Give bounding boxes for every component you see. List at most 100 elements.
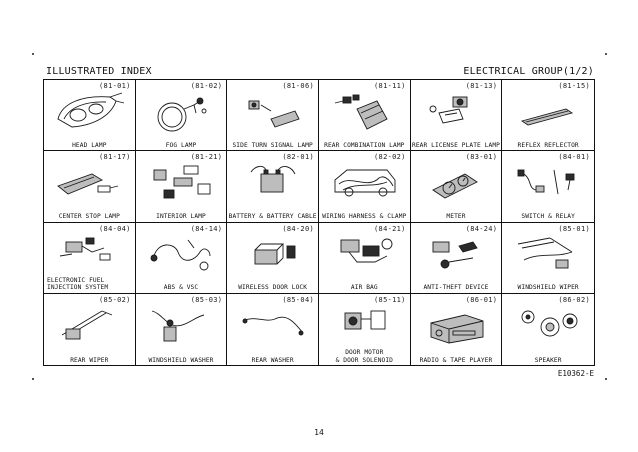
air-bag-icon (327, 232, 403, 276)
item-label: REFLEX REFLECTOR (517, 141, 579, 149)
index-cell-rear-license-plate-lamp[interactable]: (81-13) REAR LICENSE PLATE LAMP (410, 80, 503, 152)
index-cell-door-motor[interactable]: (85-11) DOOR MOTOR & DOOR SOLENOID (319, 293, 411, 365)
interior-lamp-icon (144, 160, 220, 204)
rear-license-plate-lamp-icon (419, 89, 495, 133)
section-code: (83-01) (465, 153, 498, 162)
index-grid: (81-01) HEAD LAMP (81-02) FOG LAMP (81-0… (43, 79, 595, 366)
item-label: WIRING HARNESS & CLAMP (322, 213, 407, 221)
index-cell-reflex-reflector[interactable]: (81-15) REFLEX REFLECTOR (502, 80, 594, 152)
section-code: (85-04) (282, 295, 314, 304)
wiring-harness-icon (327, 160, 403, 204)
rear-combination-lamp-icon (327, 89, 403, 133)
meter-icon (419, 160, 495, 204)
rear-wiper-icon (52, 303, 128, 347)
section-code: (84-04) (99, 224, 131, 233)
item-label: ELECTRONIC FUEL INJECTION SYSTEM (47, 276, 109, 292)
section-code: (81-15) (558, 82, 590, 90)
section-code: (84-24) (465, 224, 498, 233)
battery-icon (235, 160, 311, 204)
anti-theft-device-icon (419, 232, 495, 276)
index-cell-side-turn-signal-lamp[interactable]: (81-06) SIDE TURN SIGNAL LAMP (227, 80, 319, 152)
section-code: (86-01) (465, 295, 498, 304)
item-label: WINDSHIELD WASHER (148, 356, 214, 364)
item-label: SIDE TURN SIGNAL LAMP (232, 141, 313, 149)
index-cell-center-stop-lamp[interactable]: (81-17) CENTER STOP LAMP (44, 151, 136, 223)
item-label: AIR BAG (350, 284, 378, 292)
item-label: REAR WASHER (251, 356, 294, 364)
windshield-wiper-icon (510, 232, 586, 276)
index-cell-wiring-harness[interactable]: (82-02) WIRING HARNESS & CLAMP (318, 151, 411, 223)
index-cell-wireless-door-lock[interactable]: (84-20) WIRELESS DOOR LOCK (227, 222, 319, 294)
index-cell-switch-relay[interactable]: (84-01) SWITCH & RELAY (502, 151, 594, 223)
section-code: (81-06) (282, 82, 314, 90)
index-cell-abs-vsc[interactable]: (84-14) ABS & VSC (135, 222, 228, 294)
index-cell-rear-wiper[interactable]: (85-02) REAR WIPER (44, 293, 136, 365)
item-label: FOG LAMP (165, 141, 197, 149)
head-lamp-icon (52, 89, 128, 133)
section-code: (84-01) (558, 153, 590, 162)
index-cell-fog-lamp[interactable]: (81-02) FOG LAMP (135, 80, 228, 152)
section-code: (85-03) (190, 295, 223, 304)
corner-mark (32, 378, 34, 380)
door-motor-icon (327, 303, 403, 339)
item-label: METER (446, 213, 466, 221)
page-number: 14 (314, 428, 324, 437)
index-cell-radio-tape-player[interactable]: (86-01) RADIO & TAPE PLAYER (411, 293, 503, 365)
section-code: (81-21) (190, 153, 223, 162)
corner-mark (605, 53, 607, 55)
section-code: (81-17) (99, 153, 131, 162)
section-code: (81-11) (374, 82, 406, 90)
section-code: (84-21) (374, 224, 406, 233)
item-label: WIRELESS DOOR LOCK (238, 284, 308, 292)
speaker-icon (510, 303, 586, 347)
index-cell-efi-system[interactable]: (84-04) ELECTRONIC FUEL INJECTION SYSTEM (44, 222, 136, 294)
abs-vsc-icon (144, 232, 220, 276)
index-title: ILLUSTRATED INDEX (46, 66, 152, 77)
item-label: ABS & VSC (163, 284, 199, 292)
section-code: (85-02) (99, 295, 131, 304)
switch-relay-icon (510, 160, 586, 204)
index-cell-head-lamp[interactable]: (81-01) HEAD LAMP (44, 80, 136, 152)
index-cell-battery[interactable]: (82-01) BATTERY & BATTERY CABLE (227, 151, 319, 223)
index-cell-interior-lamp[interactable]: (81-21) INTERIOR LAMP (135, 151, 228, 223)
item-label: DOOR MOTOR & DOOR SOLENOID (335, 349, 394, 364)
section-code: (84-14) (190, 224, 223, 233)
index-cell-windshield-washer[interactable]: (85-03) WINDSHIELD WASHER (136, 293, 228, 365)
windshield-washer-icon (144, 303, 220, 347)
section-code: (84-20) (282, 224, 314, 233)
item-label: ANTI-THEFT DEVICE (423, 284, 489, 292)
index-cell-rear-washer[interactable]: (85-04) REAR WASHER (227, 293, 319, 365)
fog-lamp-icon (144, 89, 220, 133)
wireless-door-lock-icon (235, 232, 311, 276)
item-label: WINDSHIELD WIPER (517, 284, 579, 292)
center-stop-lamp-icon (52, 160, 128, 204)
item-label: INTERIOR LAMP (156, 213, 206, 221)
section-code: (82-01) (282, 153, 314, 162)
index-cell-air-bag[interactable]: (84-21) AIR BAG (318, 222, 411, 294)
group-title: ELECTRICAL GROUP(1/2) (463, 66, 594, 77)
item-label: REAR WIPER (70, 356, 109, 364)
section-code: (81-01) (99, 82, 131, 90)
index-cell-meter[interactable]: (83-01) METER (410, 151, 503, 223)
corner-mark (32, 53, 34, 55)
item-label: REAR COMBINATION LAMP (324, 141, 405, 149)
item-label: SWITCH & RELAY (521, 213, 575, 221)
item-label: RADIO & TAPE PLAYER (419, 356, 493, 364)
radio-tape-player-icon (419, 303, 495, 347)
section-code: (86-02) (558, 295, 590, 304)
section-code: (85-01) (558, 224, 590, 233)
index-cell-anti-theft-device[interactable]: (84-24) ANTI-THEFT DEVICE (410, 222, 503, 294)
item-label: HEAD LAMP (72, 141, 107, 149)
index-cell-windshield-wiper[interactable]: (85-01) WINDSHIELD WIPER (502, 223, 594, 294)
item-label: BATTERY & BATTERY CABLE (228, 213, 317, 221)
section-code: (81-13) (465, 82, 498, 90)
section-code: (85-11) (374, 295, 406, 304)
side-turn-signal-lamp-icon (235, 89, 311, 133)
corner-mark (605, 378, 607, 380)
index-cell-speaker[interactable]: (86-02) SPEAKER (502, 294, 594, 365)
section-code: (81-02) (190, 82, 223, 90)
figure-reference: E10362-E (557, 369, 594, 378)
item-label: CENTER STOP LAMP (58, 213, 120, 221)
index-cell-rear-combination-lamp[interactable]: (81-11) REAR COMBINATION LAMP (318, 80, 411, 152)
reflex-reflector-icon (510, 89, 586, 133)
